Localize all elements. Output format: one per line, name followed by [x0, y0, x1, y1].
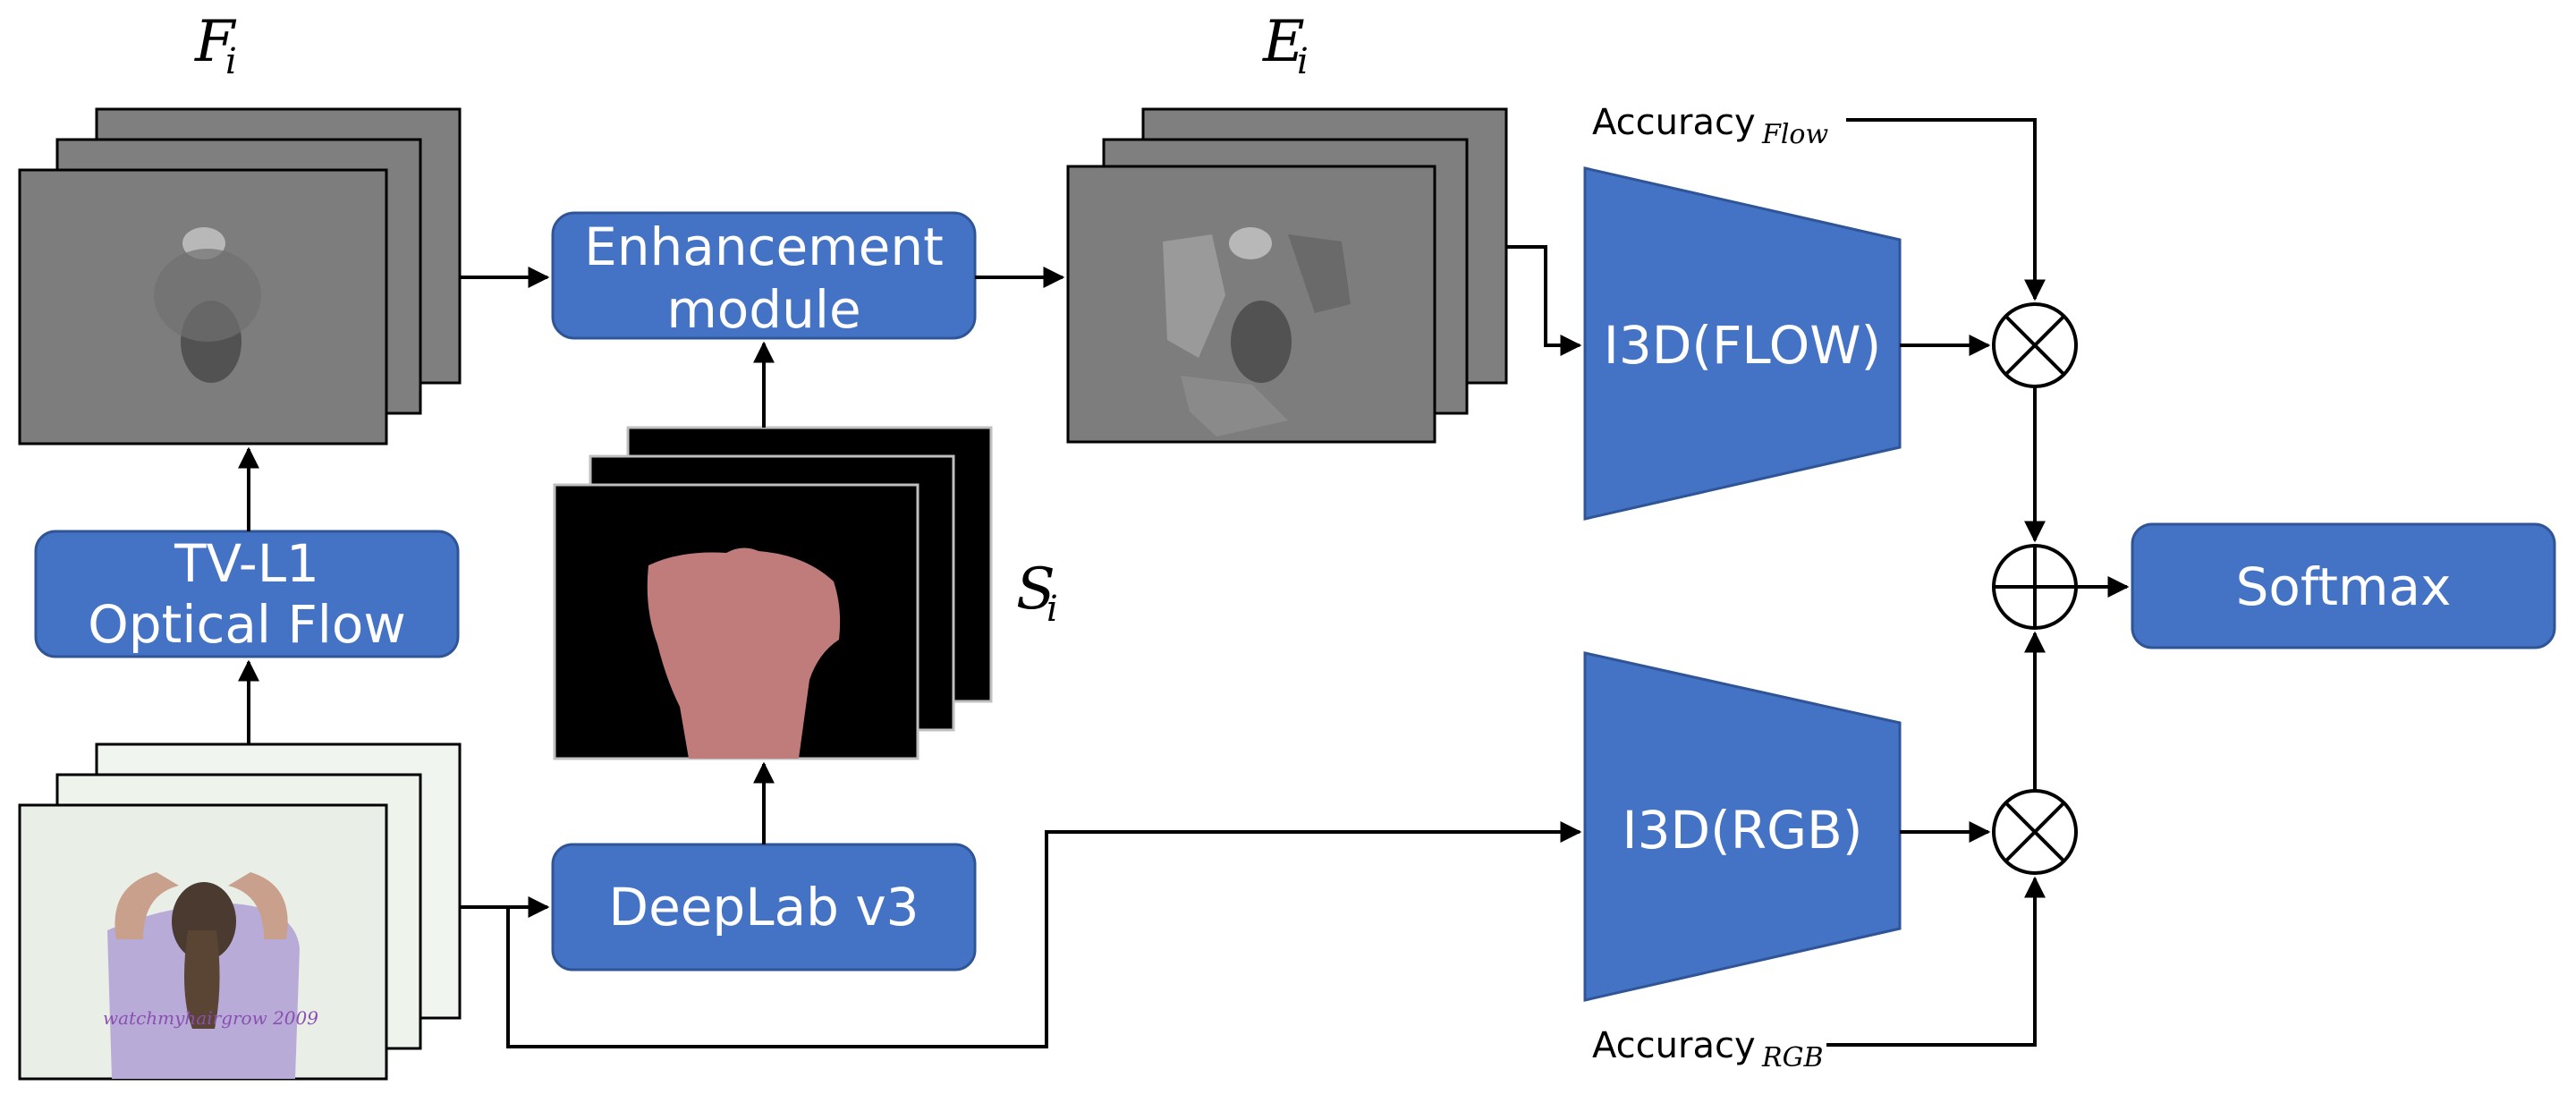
rgb-frame-stack: watchmyhairgrow 2009 [18, 742, 462, 1081]
multiply-operator-flow [1992, 302, 2078, 388]
svg-text:Accuracy: Accuracy [1592, 1025, 1756, 1066]
segmentation-mask [647, 547, 841, 759]
video-watermark: watchmyhairgrow 2009 [103, 1007, 318, 1029]
svg-text:RGB: RGB [1761, 1042, 1824, 1073]
svg-text:i: i [1297, 41, 1309, 82]
svg-text:Softmax: Softmax [2236, 556, 2452, 617]
svg-text:i: i [1046, 589, 1058, 630]
accuracy-flow-label: Accuracy Flow [1592, 102, 1828, 150]
svg-text:Flow: Flow [1761, 119, 1828, 150]
enh-patch-left [1163, 234, 1225, 358]
svg-text:F: F [194, 9, 237, 75]
add-operator [1992, 544, 2078, 630]
svg-text:Accuracy: Accuracy [1592, 102, 1756, 143]
arrow-accrgb-to-multiply [1826, 876, 2046, 1047]
enh-patch-bottom [1181, 376, 1288, 437]
person-arm-right [228, 872, 288, 939]
svg-text:E: E [1262, 9, 1305, 75]
svg-text:TV-L1: TV-L1 [174, 533, 319, 594]
connections [238, 118, 2130, 1048]
flow-blob-torso [154, 249, 261, 342]
tvl1-box: TV-L1 Optical Flow [34, 530, 460, 658]
flow-frames-label: F i [194, 9, 237, 82]
enh-patch-right [1288, 234, 1351, 313]
arrow-enhanced-to-i3dflow [1506, 245, 1582, 356]
enh-blob-body [1231, 301, 1292, 383]
arrow-rgb-to-i3drgb [506, 821, 1582, 1048]
enhanced-frame-stack [1066, 107, 1508, 444]
deeplab-box: DeepLab v3 [551, 843, 977, 971]
person-arm-left [114, 872, 179, 939]
softmax-box: Softmax [2131, 522, 2556, 649]
svg-text:DeepLab v3: DeepLab v3 [608, 877, 919, 938]
svg-text:I3D(RGB): I3D(RGB) [1623, 800, 1863, 861]
accuracy-rgb-label: Accuracy RGB [1592, 1025, 1824, 1073]
svg-text:Enhancement: Enhancement [584, 216, 944, 277]
svg-text:I3D(FLOW): I3D(FLOW) [1604, 315, 1882, 376]
flow-frame-stack [18, 107, 462, 445]
svg-text:i: i [225, 41, 237, 82]
i3d-rgb-block: I3D(RGB) [1583, 651, 1902, 1002]
svg-text:Optical Flow: Optical Flow [88, 594, 406, 655]
enh-blob-head [1229, 227, 1272, 259]
enhancement-module-box: Enhancement module [551, 211, 977, 340]
segmentation-frames-label: S i [1016, 556, 1058, 630]
enhanced-frames-label: E i [1262, 9, 1309, 82]
svg-text:S: S [1016, 556, 1055, 623]
i3d-flow-block: I3D(FLOW) [1583, 166, 1902, 521]
segmentation-stack [553, 426, 993, 760]
arrow-accflow-to-multiply [1846, 118, 2046, 301]
person-hair-tail [184, 930, 220, 1029]
svg-text:module: module [666, 279, 860, 340]
multiply-operator-rgb [1992, 789, 2078, 875]
